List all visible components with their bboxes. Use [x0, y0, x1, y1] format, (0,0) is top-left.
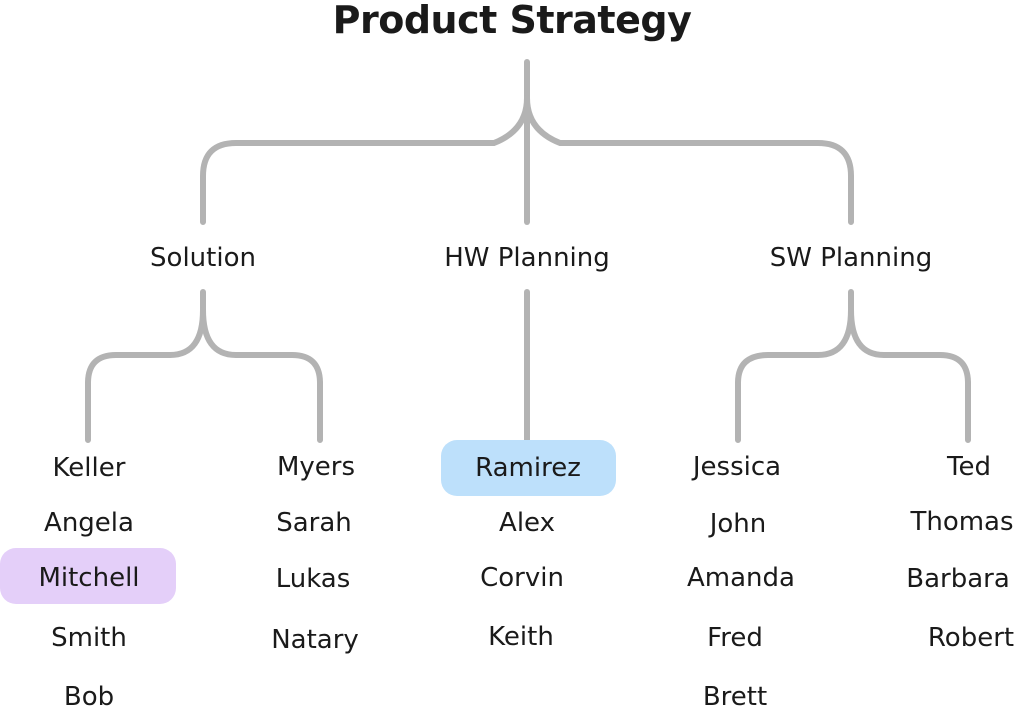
member-robert: Robert — [927, 623, 1015, 653]
member-sarah: Sarah — [276, 508, 352, 538]
page-title: Product Strategy — [332, 0, 692, 42]
member-jessica: Jessica — [692, 452, 782, 482]
member-barbara: Barbara — [906, 564, 1010, 594]
member-lukas: Lukas — [275, 564, 351, 594]
member-bob: Bob — [63, 682, 115, 712]
member-mitchell: Mitchell — [38, 563, 140, 593]
member-alex: Alex — [499, 508, 555, 538]
dept-solution: Solution — [150, 243, 256, 273]
member-angela: Angela — [44, 508, 134, 538]
member-thomas: Thomas — [910, 507, 1014, 537]
member-natary: Natary — [271, 625, 359, 655]
connector-root-trunk — [200, 59, 530, 225]
member-fred: Fred — [707, 623, 763, 653]
member-keller: Keller — [52, 453, 126, 483]
dept-hw-planning: HW Planning — [444, 243, 610, 273]
member-smith: Smith — [51, 623, 127, 653]
member-ted: Ted — [947, 452, 991, 482]
connector-sw — [735, 289, 854, 443]
highlight-mitchell — [0, 548, 176, 604]
dept-sw-planning: SW Planning — [769, 243, 933, 273]
connector-root-right — [524, 95, 854, 225]
connector-solution-right — [200, 307, 323, 443]
member-corvin: Corvin — [480, 563, 564, 593]
member-john: John — [709, 509, 767, 539]
member-myers: Myers — [276, 452, 356, 482]
highlight-ramirez — [441, 440, 616, 496]
connector-sw-right — [848, 307, 971, 443]
member-amanda: Amanda — [687, 563, 795, 593]
member-brett: Brett — [702, 682, 768, 712]
connector-solution — [85, 289, 206, 443]
member-keith: Keith — [488, 622, 554, 652]
member-ramirez: Ramirez — [475, 453, 581, 483]
